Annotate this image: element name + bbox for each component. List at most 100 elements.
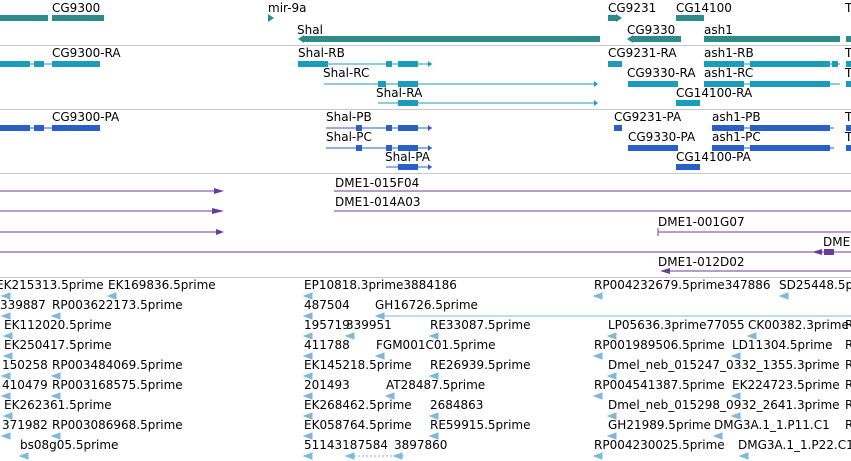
protein-shal-pb[interactable] xyxy=(326,125,432,131)
transcript-label[interactable]: CG9231-RA xyxy=(608,46,677,60)
est-label[interactable]: 150258 xyxy=(2,358,48,372)
protein-label[interactable]: ash1-PC xyxy=(712,130,761,144)
transcript-label[interactable]: CG14100-RA xyxy=(676,86,753,100)
est-label[interactable]: R xyxy=(845,398,851,412)
protein-label[interactable]: T xyxy=(845,110,851,124)
gene-t-bar[interactable] xyxy=(846,36,851,42)
transcript-shal-ra[interactable] xyxy=(378,100,598,106)
est-label[interactable]: AT28487.5prime xyxy=(386,378,486,392)
protein-ash1-pc[interactable] xyxy=(712,145,851,151)
protein-shal-pa[interactable] xyxy=(386,164,432,170)
est-label[interactable]: RE26939.5prime xyxy=(430,358,531,372)
gene-label[interactable]: CG9300 xyxy=(52,1,101,15)
transcript-cg14100-ra[interactable] xyxy=(676,100,700,106)
transcript-label[interactable]: ash1-RB xyxy=(704,46,754,60)
gene-shal-bar[interactable] xyxy=(304,36,600,42)
est-label[interactable]: EK215313.5prime xyxy=(0,278,104,292)
est-label[interactable]: 201493 xyxy=(304,378,350,392)
est-label[interactable]: EK224723.5prime xyxy=(732,378,840,392)
est-label[interactable]: R xyxy=(845,378,851,392)
transcript-label[interactable]: T xyxy=(845,66,851,80)
protein-label[interactable]: CG9330-PA xyxy=(628,130,696,144)
est-label[interactable]: 51143187584 xyxy=(304,438,388,452)
transcript-label[interactable]: Shal-RC xyxy=(323,66,370,80)
est-label[interactable]: CK00382.3prime xyxy=(748,318,849,332)
clone-left-4[interactable] xyxy=(0,249,851,255)
transcript-label[interactable]: CG9300-RA xyxy=(52,46,121,60)
protein-cg9330-pa[interactable] xyxy=(628,145,678,151)
protein-cg9231-pa[interactable] xyxy=(614,125,622,131)
est-label[interactable]: EK112020.5prime xyxy=(4,318,112,332)
est-label[interactable]: RP004541387.5prime xyxy=(594,378,725,392)
gene-label[interactable]: Shal xyxy=(297,23,323,37)
clone-label[interactable]: DME1-012D02 xyxy=(658,255,745,269)
est-label[interactable]: RP003484069.5prime xyxy=(52,358,183,372)
est-label[interactable]: 3897860 xyxy=(394,438,448,452)
clone-left-3[interactable] xyxy=(0,229,224,235)
clone-left-1[interactable] xyxy=(0,188,224,194)
gene-cg9300-bar[interactable] xyxy=(0,15,48,21)
transcript-cg9330-ra[interactable] xyxy=(628,81,678,87)
transcript-label[interactable]: Shal-RB xyxy=(298,46,345,60)
gene-label[interactable]: T xyxy=(845,1,851,15)
transcript-shal-rc[interactable] xyxy=(324,81,598,87)
est-label[interactable]: 195719 xyxy=(304,318,350,332)
protein-ash1-pb[interactable] xyxy=(712,125,851,131)
est-label[interactable]: RP004230025.5prime xyxy=(594,438,725,452)
est-label[interactable]: 371982 xyxy=(2,418,48,432)
est-label[interactable]: 339887 xyxy=(0,298,46,312)
est-label[interactable]: R xyxy=(845,338,851,352)
gene-cg9300-bar-2[interactable] xyxy=(52,15,104,21)
est-label[interactable]: R xyxy=(845,358,851,372)
est-label[interactable]: R xyxy=(845,318,851,332)
est-label[interactable]: GH21989.5prime xyxy=(608,418,711,432)
clone-label[interactable]: DME1-014A03 xyxy=(335,195,421,209)
protein-label[interactable]: Shal-PA xyxy=(385,150,430,164)
est-label[interactable]: R xyxy=(845,418,851,432)
gene-label[interactable]: mir-9a xyxy=(268,1,307,15)
est-label[interactable]: RE33087.5prime xyxy=(430,318,531,332)
est-label[interactable]: DMG3A.1_1.P11.C1 xyxy=(714,418,830,432)
est-label[interactable]: bs08g05.5prime xyxy=(20,438,119,452)
transcript-label[interactable]: Shal-RA xyxy=(376,86,423,100)
est-label[interactable]: 410479 xyxy=(2,378,48,392)
est-label[interactable]: RP003086968.5prime xyxy=(52,418,183,432)
transcript-label[interactable]: T xyxy=(845,46,851,60)
protein-label[interactable]: T xyxy=(845,130,851,144)
gene-cg14100-bar[interactable] xyxy=(676,15,704,21)
protein-label[interactable]: Shal-PC xyxy=(326,130,372,144)
est-label[interactable]: RP003622173.5prime xyxy=(52,298,183,312)
est-label[interactable]: EK268462.5prime xyxy=(304,398,412,412)
gene-label[interactable]: CG9231 xyxy=(608,1,657,15)
est-label[interactable]: Dmel_neb_015298_0932_2641.3prime xyxy=(608,398,840,412)
protein-shal-pc[interactable] xyxy=(326,145,432,151)
est-label[interactable]: EP10818.3prime3884186 xyxy=(304,278,457,292)
est-label[interactable]: 411788 xyxy=(304,338,350,352)
est-label[interactable]: RE59915.5prime xyxy=(430,418,531,432)
protein-label[interactable]: CG14100-PA xyxy=(676,150,751,164)
est-label[interactable]: EK250417.5prime xyxy=(4,338,112,352)
clone-label[interactable]: DME1-015F04 xyxy=(335,176,420,190)
est-label[interactable]: 339951 xyxy=(346,318,392,332)
est-label[interactable]: EK145218.5prime xyxy=(304,358,412,372)
est-label[interactable]: SD25448.5p xyxy=(779,278,851,292)
clone-left-2[interactable] xyxy=(0,208,224,214)
transcript-cg9231-ra[interactable] xyxy=(608,61,622,67)
est-label[interactable]: EK169836.5prime xyxy=(108,278,216,292)
est-label[interactable]: 2684863 xyxy=(430,398,484,412)
transcript-ash1-rc[interactable] xyxy=(704,81,851,87)
gene-label[interactable]: CG9330 xyxy=(627,23,676,37)
est-label[interactable]: FGM001C01.5prime xyxy=(376,338,496,352)
est-label[interactable]: GH16726.5prime xyxy=(375,298,478,312)
protein-label[interactable]: CG9300-PA xyxy=(52,110,120,124)
protein-cg14100-pa[interactable] xyxy=(676,164,700,170)
est-label[interactable]: DMG3A.1_1.P22.C1 xyxy=(738,438,851,452)
est-label[interactable]: LP05636.3prime77055 xyxy=(608,318,745,332)
gene-mir9a-marker[interactable] xyxy=(268,14,274,22)
est-label[interactable]: EK262361.5prime xyxy=(4,398,112,412)
est-label[interactable]: EK058764.5prime xyxy=(304,418,412,432)
transcript-label[interactable]: CG9330-RA xyxy=(627,66,696,80)
transcript-label[interactable]: ash1-RC xyxy=(704,66,754,80)
gene-cg9231-bar[interactable] xyxy=(608,15,616,21)
est-label[interactable]: Dmel_neb_015247_0332_1355.3prime xyxy=(608,358,840,372)
